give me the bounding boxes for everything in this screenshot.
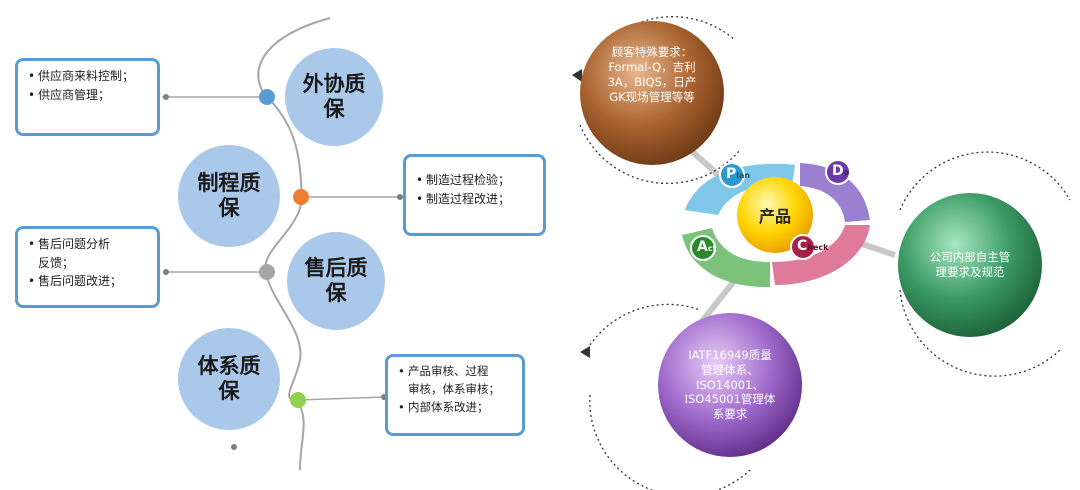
pdca-plan: [685, 163, 795, 215]
pdca-check: [772, 225, 870, 285]
list-item: 售后问题分析 反馈；: [28, 235, 149, 272]
pdca-do: [800, 163, 870, 222]
list-item: 售后问题改进；: [28, 272, 149, 291]
circle-outsource-qa: 外协质 保: [285, 48, 383, 146]
company-requirements-text: 公司内部自主管 理要求及规范: [929, 250, 1011, 279]
connector-4: [297, 396, 387, 401]
box-process: 制造过程检验； 制造过程改进；: [403, 154, 546, 236]
box-aftersales: 售后问题分析 反馈； 售后问题改进；: [15, 226, 160, 308]
list-item: 制造过程检验；: [416, 171, 535, 190]
pdca-do-label: Do: [832, 163, 850, 179]
list-item: 内部体系改进；: [398, 399, 514, 417]
pdca-act-label: Act: [697, 239, 717, 255]
pdca-diagram: [572, 16, 1071, 490]
node-dot-1: [259, 89, 275, 105]
node-dot-2: [293, 189, 309, 205]
node-dot-3: [259, 264, 275, 280]
iatf-requirements-text: IATF16949质量 管理体系、 ISO14001、 ISO45001管理体 …: [684, 347, 776, 422]
sphere-iatf: [658, 313, 802, 457]
box-system: 产品审核、过程 审核，体系审核； 内部体系改进；: [385, 354, 525, 436]
node-dot-4: [290, 392, 306, 408]
list-item: 供应商管理；: [28, 86, 149, 105]
box-outsource: 供应商来料控制； 供应商管理；: [15, 58, 160, 136]
circle-aftersales-qa: 售后质 保: [287, 232, 385, 330]
center-product-sphere: [737, 177, 813, 253]
pdca-check-label: Check: [797, 238, 829, 254]
list-item: 供应商来料控制；: [28, 67, 149, 86]
list-item: 制造过程改进；: [416, 190, 535, 209]
circle-system-qa: 体系质 保: [178, 328, 280, 430]
list-item: 产品审核、过程 审核，体系审核；: [398, 363, 514, 399]
circle-process-qa: 制程质 保: [178, 145, 280, 247]
sphere-company: [898, 193, 1042, 337]
sphere-customer: [580, 21, 724, 165]
pdca-plan-label: Plan: [726, 166, 751, 182]
left-diagram-lines: [162, 17, 404, 471]
customer-requirements-text: 顾客特殊要求： Formal-Q，吉利 3A，BIQS，日产 GK现场管理等等: [607, 45, 697, 104]
center-product-label: 产品: [758, 207, 791, 226]
